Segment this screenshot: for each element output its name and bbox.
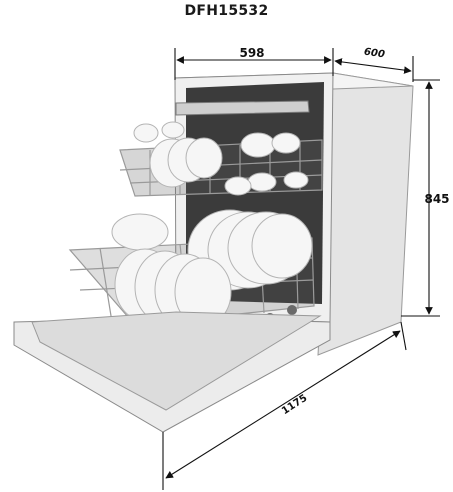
width-label: 598 [239, 46, 264, 60]
open-depth-label: 1175 [280, 393, 309, 417]
model-title: DFH15532 [184, 3, 269, 19]
top-rail [175, 100, 310, 116]
dimension-lines [162, 48, 440, 490]
upper-rack-dishes [133, 121, 309, 196]
dishwasher-illustration [13, 72, 414, 433]
lower-rack-dishes [111, 209, 313, 327]
open-depth-dimension-line [165, 330, 401, 479]
depth-label: 600 [363, 47, 385, 61]
open-depth-extension-back [400, 321, 407, 351]
height-label: 845 [424, 192, 449, 206]
depth-dimension-line [334, 58, 412, 74]
